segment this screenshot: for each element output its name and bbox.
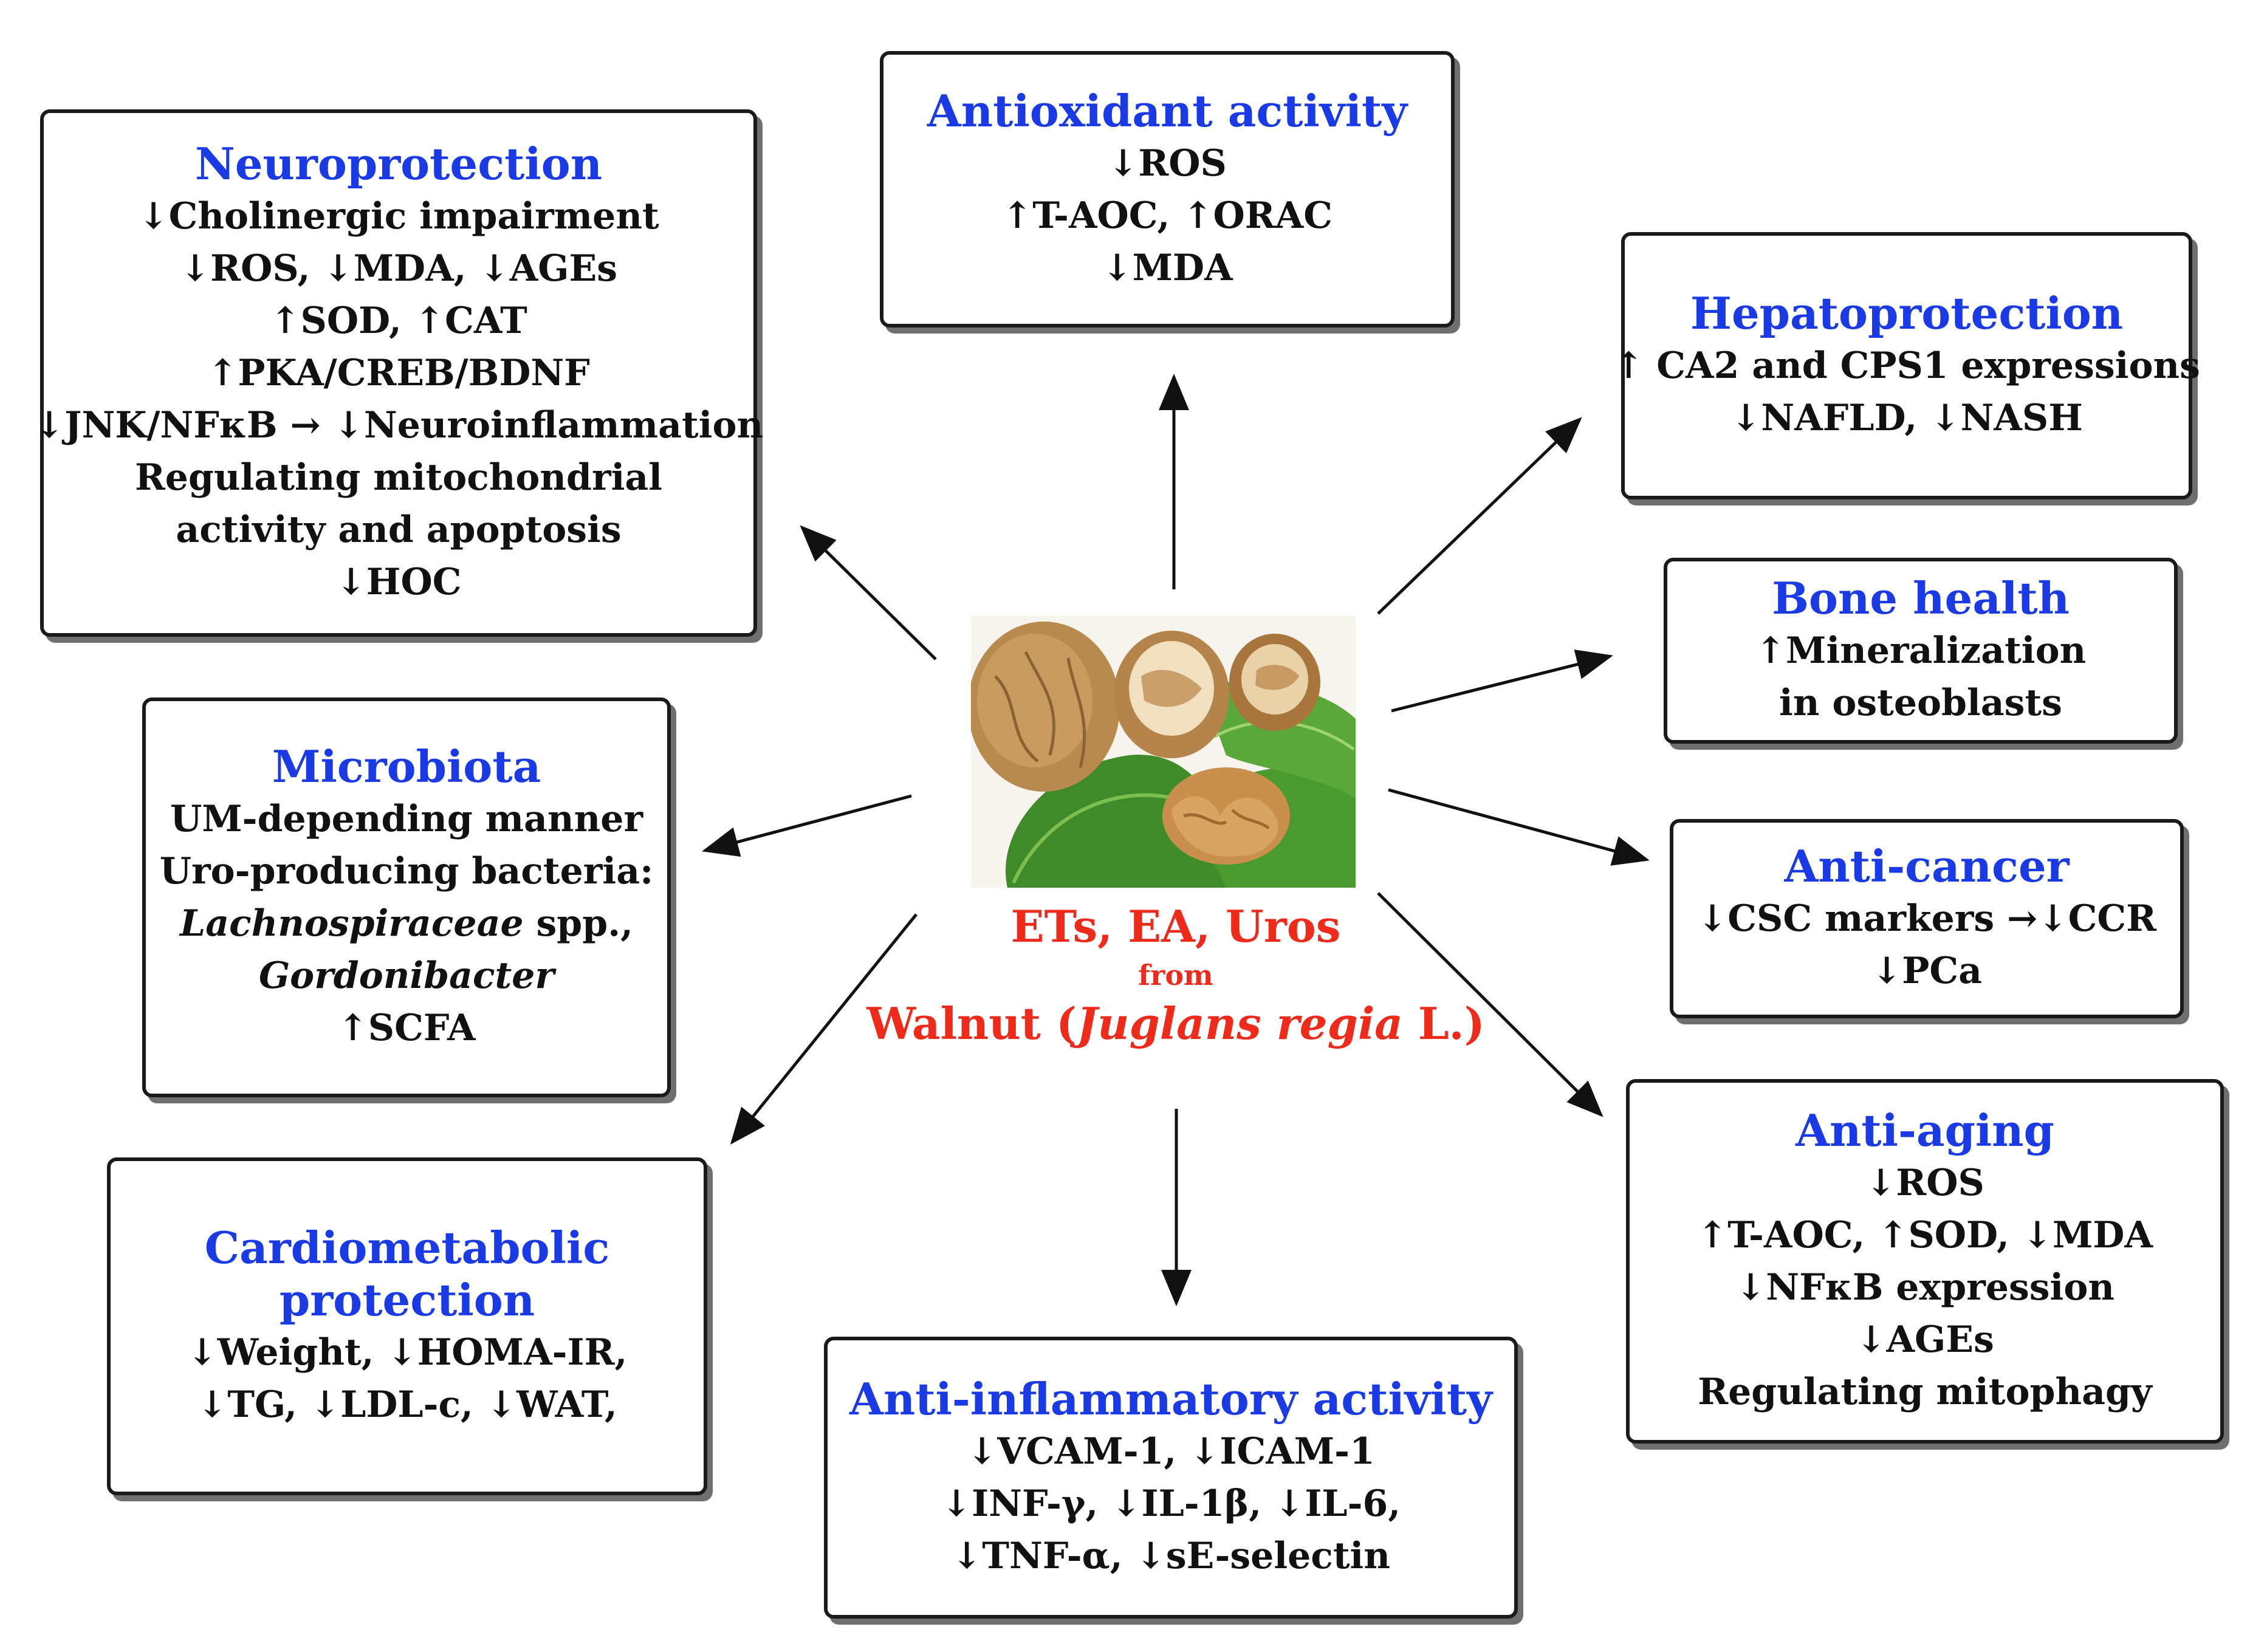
- anti-inflammatory-line-2: ↓INF-γ, ↓IL-1β, ↓IL-6,: [941, 1482, 1401, 1525]
- arrow-to-antiaging: [1377, 892, 1603, 1117]
- cardiometabolic-title-1: Cardiometabolic: [204, 1222, 610, 1273]
- anti-aging-box: Anti-aging ↓ROS ↑T-AOC, ↑SOD, ↓MDA ↓NFκB…: [1626, 1079, 2224, 1444]
- spp-text: spp.,: [523, 902, 633, 945]
- neuroprotection-line-4: ↑PKA/CREB/BDNF: [207, 352, 590, 394]
- lachnospiraceae-text: Lachnospiraceae: [180, 902, 524, 945]
- arrow-to-anticancer: [1388, 788, 1650, 866]
- antioxidant-box: Antioxidant activity ↓ROS ↑T-AOC, ↑ORAC …: [880, 51, 1455, 327]
- neuroprotection-line-2: ↓ROS, ↓MDA, ↓AGEs: [180, 247, 617, 290]
- neuroprotection-line-7: activity and apoptosis: [176, 509, 622, 551]
- neuroprotection-line-3: ↑SOD, ↑CAT: [270, 300, 527, 342]
- hepatoprotection-box: Hepatoprotection ↑ CA2 and CPS1 expressi…: [1613, 232, 2200, 499]
- microbiota-line-3: Lachnospiraceae spp.,: [180, 897, 633, 950]
- hepatoprotection-title: Hepatoprotection: [1690, 287, 2124, 339]
- neuroprotection-line-1: ↓Cholinergic impairment: [138, 195, 659, 238]
- antioxidant-line-3: ↓MDA: [1102, 246, 1233, 289]
- anti-inflammatory-box: Anti-inflammatory activity ↓VCAM-1, ↓ICA…: [824, 1337, 1518, 1619]
- anti-cancer-line-1: ↓CSC markers →↓CCR: [1697, 897, 2156, 940]
- center-line-2: from: [1138, 959, 1213, 992]
- anti-cancer-box: Anti-cancer ↓CSC markers →↓CCR ↓PCa: [1670, 819, 2184, 1018]
- walnut-photo: [968, 615, 1356, 888]
- arrow-to-hepatoprotection: [1377, 417, 1582, 615]
- arrow-to-cardiometabolic: [730, 913, 917, 1145]
- cardiometabolic-line-1: ↓Weight, ↓HOMA-IR,: [187, 1331, 628, 1374]
- anti-aging-line-4: ↓AGEs: [1856, 1318, 1994, 1361]
- anti-inflammatory-title: Anti-inflammatory activity: [849, 1373, 1492, 1425]
- bone-health-line-1: ↑Mineralization: [1755, 629, 2087, 672]
- walnut-text: Walnut (: [866, 998, 1077, 1049]
- bone-health-box: Bone health ↑Mineralization in osteoblas…: [1664, 558, 2178, 744]
- center-line-1: ETs, EA, Uros: [1010, 900, 1341, 952]
- arrow-to-microbiota: [702, 794, 912, 857]
- microbiota-title: Microbiota: [272, 741, 541, 792]
- anti-inflammatory-line-3: ↓TNF-α, ↓sE-selectin: [952, 1535, 1390, 1577]
- bone-health-title: Bone health: [1772, 572, 2070, 624]
- neuroprotection-title: Neuroprotection: [194, 138, 603, 190]
- antioxidant-line-2: ↑T-AOC, ↑ORAC: [1002, 194, 1333, 237]
- anti-cancer-title: Anti-cancer: [1784, 840, 2070, 892]
- center-line-3: Walnut (Juglans regia L.): [845, 996, 1507, 1051]
- anti-aging-line-5: Regulating mitophagy: [1698, 1371, 2152, 1413]
- cardiometabolic-title-2: protection: [279, 1274, 535, 1326]
- center-label: ETs, EA, Uros from Walnut (Juglans regia…: [845, 899, 1507, 1051]
- arrow-to-neuroprotection: [800, 525, 937, 660]
- microbiota-box: Microbiota UM-depending manner Uro-produ…: [142, 697, 671, 1097]
- anti-aging-title: Anti-aging: [1796, 1105, 2054, 1156]
- linnaeus-text: L.): [1402, 998, 1485, 1049]
- anti-aging-line-2: ↑T-AOC, ↑SOD, ↓MDA: [1697, 1214, 2153, 1256]
- bone-health-line-2: in osteoblasts: [1779, 682, 2062, 724]
- juglans-regia-text: Juglans regia: [1077, 998, 1403, 1049]
- neuroprotection-box: Neuroprotection ↓Cholinergic impairment …: [34, 109, 763, 637]
- anti-cancer-line-2: ↓PCa: [1871, 950, 1983, 992]
- hepatoprotection-line-2: ↓NAFLD, ↓NASH: [1730, 397, 2083, 439]
- antioxidant-title: Antioxidant activity: [927, 84, 1408, 137]
- arrow-to-bone: [1391, 649, 1613, 713]
- microbiota-line-4: Gordonibacter: [258, 955, 555, 997]
- microbiota-line-2: Uro-producing bacteria:: [159, 850, 654, 893]
- microbiota-line-1: UM-depending manner: [170, 798, 643, 840]
- neuroprotection-line-6: Regulating mitochondrial: [134, 456, 663, 499]
- microbiota-line-5: ↑SCFA: [337, 1007, 476, 1049]
- anti-aging-line-1: ↓ROS: [1865, 1162, 1984, 1204]
- cardiometabolic-box: Cardiometabolic protection ↓Weight, ↓HOM…: [107, 1157, 707, 1495]
- anti-aging-line-3: ↓NFκB expression: [1735, 1266, 2115, 1309]
- cardiometabolic-line-2: ↓TG, ↓LDL-c, ↓WAT,: [197, 1383, 617, 1426]
- antioxidant-line-1: ↓ROS: [1108, 142, 1227, 185]
- neuroprotection-line-5: ↓JNK/NFκB → ↓Neuroinflammation: [33, 404, 764, 447]
- anti-inflammatory-line-1: ↓VCAM-1, ↓ICAM-1: [967, 1430, 1375, 1473]
- hepatoprotection-line-1: ↑ CA2 and CPS1 expressions: [1613, 344, 2200, 387]
- neuroprotection-line-8: ↓HOC: [335, 561, 462, 603]
